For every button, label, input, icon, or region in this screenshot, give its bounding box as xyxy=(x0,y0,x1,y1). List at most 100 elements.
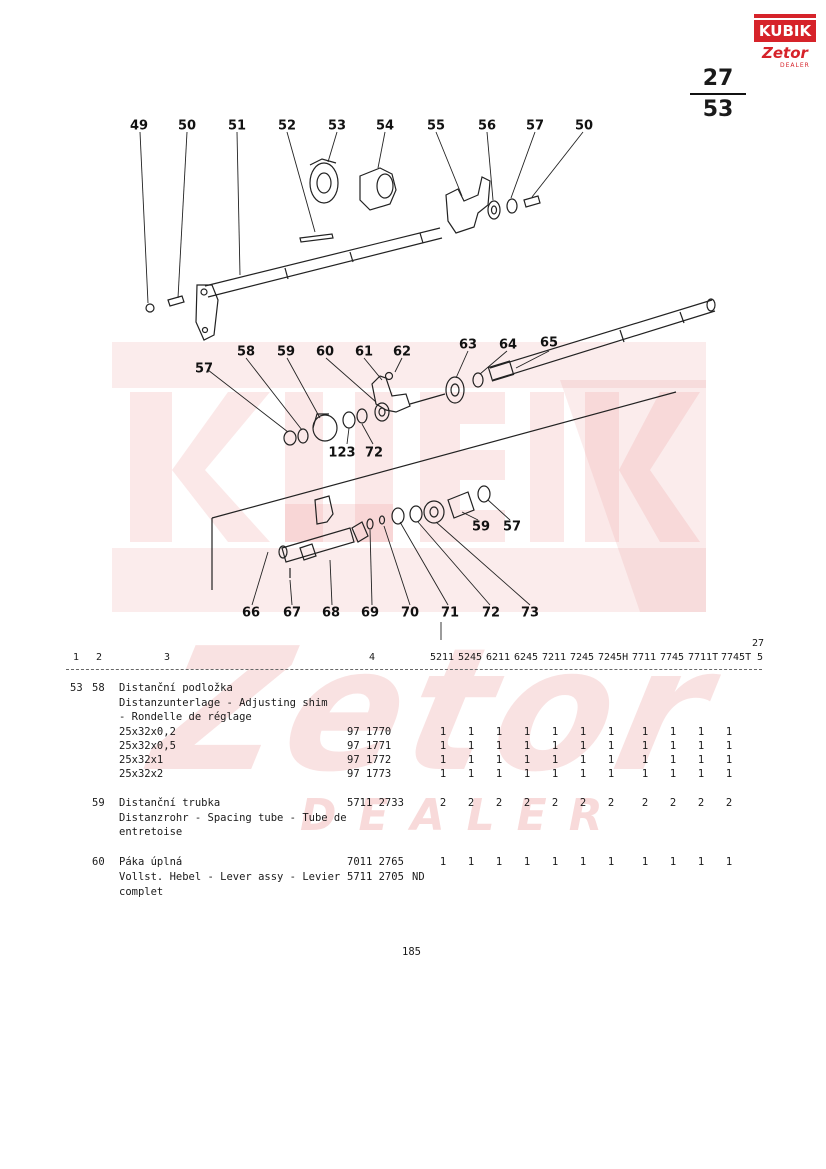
callout: 58 xyxy=(236,344,256,360)
qty-cell: 1 xyxy=(669,768,677,780)
qty-cell: 1 xyxy=(669,740,677,752)
col-1: 1 xyxy=(73,652,80,663)
qty-cell: 1 xyxy=(495,754,503,766)
qty-cell: 1 xyxy=(439,754,447,766)
qty-cell: 1 xyxy=(551,740,559,752)
qty-cell: 1 xyxy=(641,856,649,868)
model-col: 5245 xyxy=(458,652,483,663)
qty-cell: 1 xyxy=(641,768,649,780)
qty-cell: 1 xyxy=(551,856,559,868)
qty-cell: 2 xyxy=(697,797,705,809)
callout: 70 xyxy=(400,605,420,621)
model-col: 7245 xyxy=(570,652,595,663)
desc-fr: - Rondelle de réglage xyxy=(119,711,252,723)
qty-cell: 2 xyxy=(607,797,615,809)
qty-cell: 1 xyxy=(607,856,615,868)
qty-cell: 1 xyxy=(523,726,531,738)
col-2: 2 xyxy=(96,652,103,663)
callout: 55 xyxy=(426,118,446,134)
model-col: 7711T xyxy=(688,652,719,663)
header-rule xyxy=(66,669,762,670)
pos-number: 53 xyxy=(70,682,83,694)
logo-tag: DEALER xyxy=(780,62,810,69)
qty-cell: 1 xyxy=(697,740,705,752)
callout: 62 xyxy=(392,344,412,360)
desc-de-en: Vollst. Hebel - Lever assy - Levier xyxy=(119,871,341,883)
section-bottom: 53 xyxy=(702,97,734,122)
qty-cell: 1 xyxy=(725,740,733,752)
desc-cz: Distanční trubka xyxy=(119,797,221,809)
callout: 71 xyxy=(440,605,460,621)
logo-brand: KUBIK xyxy=(754,20,816,42)
qty-cell: 1 xyxy=(495,768,503,780)
part-note: ND xyxy=(412,871,425,883)
qty-cell: 2 xyxy=(467,797,475,809)
model-col: 7245H xyxy=(598,652,629,663)
callout: 59 xyxy=(471,519,491,535)
col-3: 3 xyxy=(164,652,171,663)
part-number: 5711 2733 xyxy=(347,797,404,809)
qty-cell: 2 xyxy=(495,797,503,809)
callout: 57 xyxy=(194,361,214,377)
callout: 57 xyxy=(525,118,545,134)
qty-cell: 2 xyxy=(725,797,733,809)
desc-cz: Páka úplná xyxy=(119,856,183,868)
qty-cell: 1 xyxy=(523,768,531,780)
qty-cell: 1 xyxy=(579,856,587,868)
lower-assembly xyxy=(211,391,677,590)
model-col: 7745 xyxy=(660,652,685,663)
kubik-zetor-logo: KUBIK Zetor DEALER xyxy=(754,14,818,70)
logo-sub: Zetor xyxy=(762,44,808,62)
model-col: 7211 xyxy=(542,652,567,663)
callout: 54 xyxy=(375,118,395,134)
desc-cz: Distanční podložka xyxy=(119,682,233,694)
qty-cell: 1 xyxy=(467,768,475,780)
desc-fr: complet xyxy=(119,886,164,898)
size: 25x32x0,5 xyxy=(119,740,176,752)
callout: 57 xyxy=(502,519,522,535)
model-col: 5211 xyxy=(430,652,455,663)
callout: 67 xyxy=(282,605,302,621)
callout: 51 xyxy=(227,118,247,134)
qty-cell: 1 xyxy=(579,740,587,752)
callout: 50 xyxy=(574,118,594,134)
callout: 64 xyxy=(498,337,518,353)
callout: 60 xyxy=(315,344,335,360)
qty-cell: 1 xyxy=(669,754,677,766)
part-number: 7011 2765 xyxy=(347,856,404,868)
qty-cell: 1 xyxy=(523,754,531,766)
part-number: 97 1772 xyxy=(347,754,392,766)
qty-cell: 1 xyxy=(725,726,733,738)
leader-lines xyxy=(139,131,584,640)
section-top: 27 xyxy=(702,66,734,91)
qty-cell: 1 xyxy=(439,740,447,752)
shaft-lower xyxy=(409,298,716,405)
callout: 56 xyxy=(477,118,497,134)
qty-cell: 1 xyxy=(607,726,615,738)
qty-cell: 1 xyxy=(641,726,649,738)
qty-cell: 1 xyxy=(641,740,649,752)
qty-cell: 1 xyxy=(725,768,733,780)
dealer-watermark: DEALER xyxy=(300,790,625,841)
callout: 72 xyxy=(364,445,384,461)
qty-cell: 1 xyxy=(495,740,503,752)
parts-52-54 xyxy=(299,158,397,243)
qty-cell: 1 xyxy=(495,856,503,868)
callout: 63 xyxy=(458,337,478,353)
exploded-parts-diagram xyxy=(139,131,716,640)
callout: 72 xyxy=(481,605,501,621)
callout: 49 xyxy=(129,118,149,134)
section-number: 27 53 xyxy=(690,66,746,122)
part-number-alt: 5711 2705 xyxy=(347,871,404,883)
parts-55-50-right xyxy=(445,176,541,234)
qty-cell: 1 xyxy=(495,726,503,738)
qty-cell: 1 xyxy=(523,856,531,868)
model-col: 6211 xyxy=(486,652,511,663)
model-col: 7711 xyxy=(632,652,657,663)
qty-cell: 1 xyxy=(607,768,615,780)
qty-cell: 2 xyxy=(523,797,531,809)
qty-cell: 1 xyxy=(697,856,705,868)
qty-cell: 1 xyxy=(467,754,475,766)
part-number: 97 1770 xyxy=(347,726,392,738)
